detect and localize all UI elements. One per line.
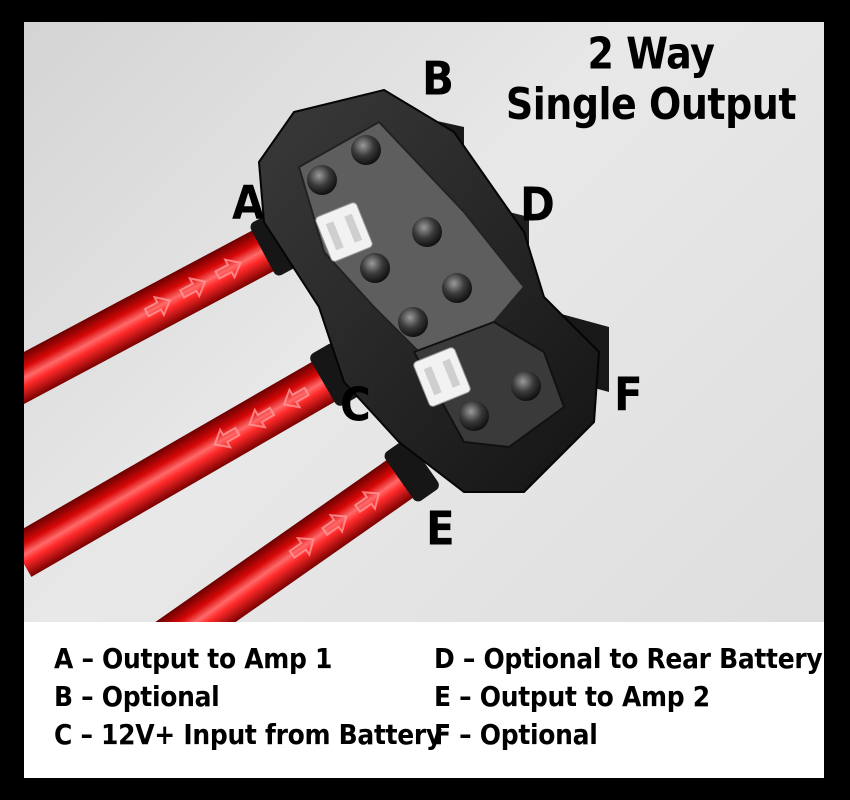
legend-d: D – Optional to Rear Battery	[434, 642, 823, 675]
cable-e	[115, 439, 439, 622]
title-line-1: 2 Way	[587, 28, 715, 79]
label-c: C	[340, 377, 371, 432]
distribution-block	[257, 88, 609, 493]
label-b: B	[422, 51, 455, 106]
legend-e: E – Output to Amp 2	[434, 680, 710, 713]
diagram-title: 2 Way Single Output	[505, 28, 797, 130]
legend-b: B – Optional	[54, 680, 220, 713]
block-drawing	[24, 88, 609, 622]
label-d: D	[520, 177, 555, 232]
legend-f: F – Optional	[434, 718, 598, 751]
screws	[307, 135, 541, 431]
legend: A – Output to Amp 1 B – Optional C – 12V…	[24, 622, 824, 778]
label-f: F	[614, 367, 643, 422]
label-e: E	[426, 501, 455, 556]
cable-c	[24, 343, 362, 577]
cable-a	[24, 212, 301, 408]
title-line-2: Single Output	[505, 78, 797, 130]
label-a: A	[232, 175, 265, 230]
legend-c: C – 12V+ Input from Battery	[54, 718, 442, 751]
legend-a: A – Output to Amp 1	[54, 642, 333, 675]
distribution-block-illustration: 2 Way Single Output A B C D E F	[24, 22, 824, 622]
diagram-frame: 2 Way Single Output A B C D E F A – Outp…	[24, 22, 824, 778]
